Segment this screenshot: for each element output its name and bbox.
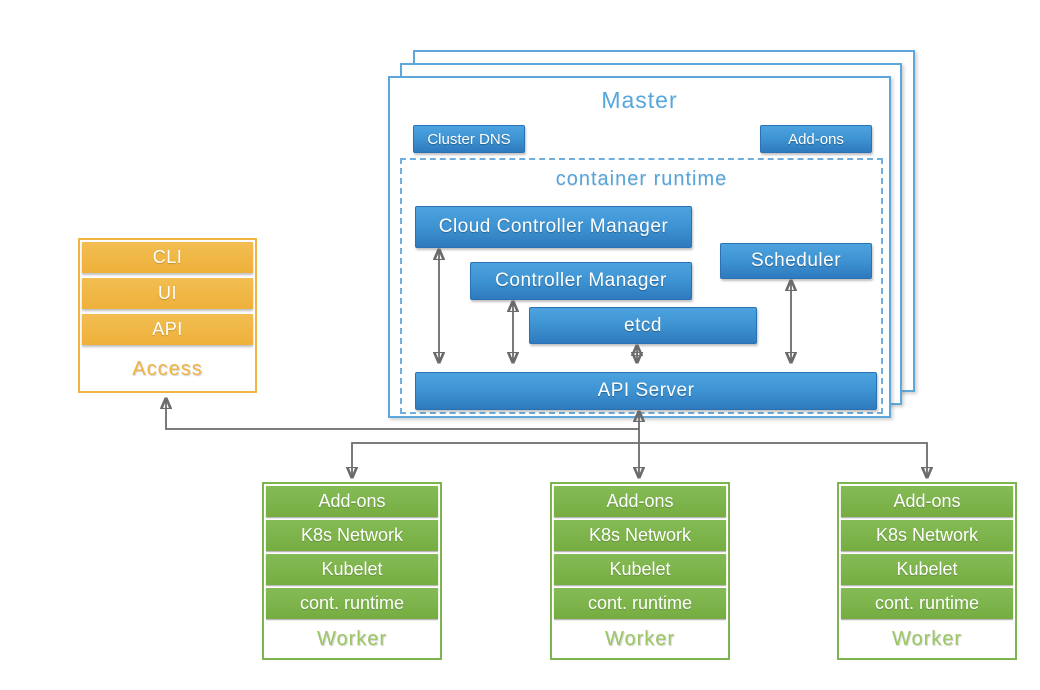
worker3-row-k8s-network: K8s Network xyxy=(841,520,1013,551)
master-addons-label: Add-ons xyxy=(788,130,844,148)
worker2-addons-label: Add-ons xyxy=(606,491,674,511)
controller-manager-node: Controller Manager xyxy=(470,262,692,300)
access-row-cli: CLI xyxy=(82,242,253,273)
etcd-label: etcd xyxy=(624,314,662,336)
worker1-label: Worker xyxy=(316,627,388,650)
cloud-controller-manager-label: Cloud Controller Manager xyxy=(438,216,669,237)
arrow-apiserver-worker3 xyxy=(639,442,927,477)
api-label: API xyxy=(152,319,183,339)
scheduler-label: Scheduler xyxy=(750,250,842,271)
container-runtime-box: container runtime Cloud Controller Manag… xyxy=(400,158,883,414)
worker3-row-kubelet: Kubelet xyxy=(841,554,1013,585)
worker3-row-cont-runtime: cont. runtime xyxy=(841,588,1013,619)
worker2-kubelet-label: Kubelet xyxy=(609,559,671,579)
controller-manager-label: Controller Manager xyxy=(495,270,667,291)
worker2-cont-runtime-label: cont. runtime xyxy=(587,593,693,613)
worker3-k8s-network-label: K8s Network xyxy=(875,525,979,545)
master-title: Master xyxy=(601,87,678,113)
worker3-addons-label: Add-ons xyxy=(893,491,961,511)
worker2-row-cont-runtime: cont. runtime xyxy=(554,588,726,619)
worker1-row-addons: Add-ons xyxy=(266,486,438,517)
container-runtime-title: container runtime xyxy=(555,168,728,190)
cli-label: CLI xyxy=(152,247,183,267)
worker2-row-k8s-network: K8s Network xyxy=(554,520,726,551)
worker2-row-addons: Add-ons xyxy=(554,486,726,517)
worker-node-1: Add-ons K8s Network Kubelet cont. runtim… xyxy=(262,482,442,660)
worker1-row-cont-runtime: cont. runtime xyxy=(266,588,438,619)
worker3-cont-runtime-label: cont. runtime xyxy=(874,593,980,613)
etcd-node: etcd xyxy=(529,307,757,344)
master-panel: Master Cluster DNS Add-ons container run… xyxy=(388,76,891,418)
master-addons-node: Add-ons xyxy=(760,125,872,153)
worker3-kubelet-label: Kubelet xyxy=(896,559,958,579)
worker-node-2: Add-ons K8s Network Kubelet cont. runtim… xyxy=(550,482,730,660)
scheduler-node: Scheduler xyxy=(720,243,872,279)
worker-node-3: Add-ons K8s Network Kubelet cont. runtim… xyxy=(837,482,1017,660)
worker2-row-kubelet: Kubelet xyxy=(554,554,726,585)
access-stack: CLI UI API Access xyxy=(78,238,257,393)
worker1-row-k8s-network: K8s Network xyxy=(266,520,438,551)
api-server-node: API Server xyxy=(415,372,877,410)
worker2-k8s-network-label: K8s Network xyxy=(588,525,692,545)
cluster-dns-node: Cluster DNS xyxy=(413,125,525,153)
worker1-kubelet-label: Kubelet xyxy=(321,559,383,579)
api-server-label: API Server xyxy=(597,380,695,401)
worker1-k8s-network-label: K8s Network xyxy=(300,525,404,545)
ui-label: UI xyxy=(158,283,177,303)
access-row-api: API xyxy=(82,314,253,345)
cloud-controller-manager-node: Cloud Controller Manager xyxy=(415,206,692,248)
worker1-addons-label: Add-ons xyxy=(318,491,386,511)
worker1-row-kubelet: Kubelet xyxy=(266,554,438,585)
worker3-label: Worker xyxy=(891,627,963,650)
worker1-cont-runtime-label: cont. runtime xyxy=(299,593,405,613)
worker2-label: Worker xyxy=(604,627,676,650)
access-row-ui: UI xyxy=(82,278,253,309)
worker3-row-addons: Add-ons xyxy=(841,486,1013,517)
cluster-dns-label: Cluster DNS xyxy=(427,130,511,148)
arrow-apiserver-worker1 xyxy=(352,442,639,477)
access-stack-label: Access xyxy=(132,358,203,380)
